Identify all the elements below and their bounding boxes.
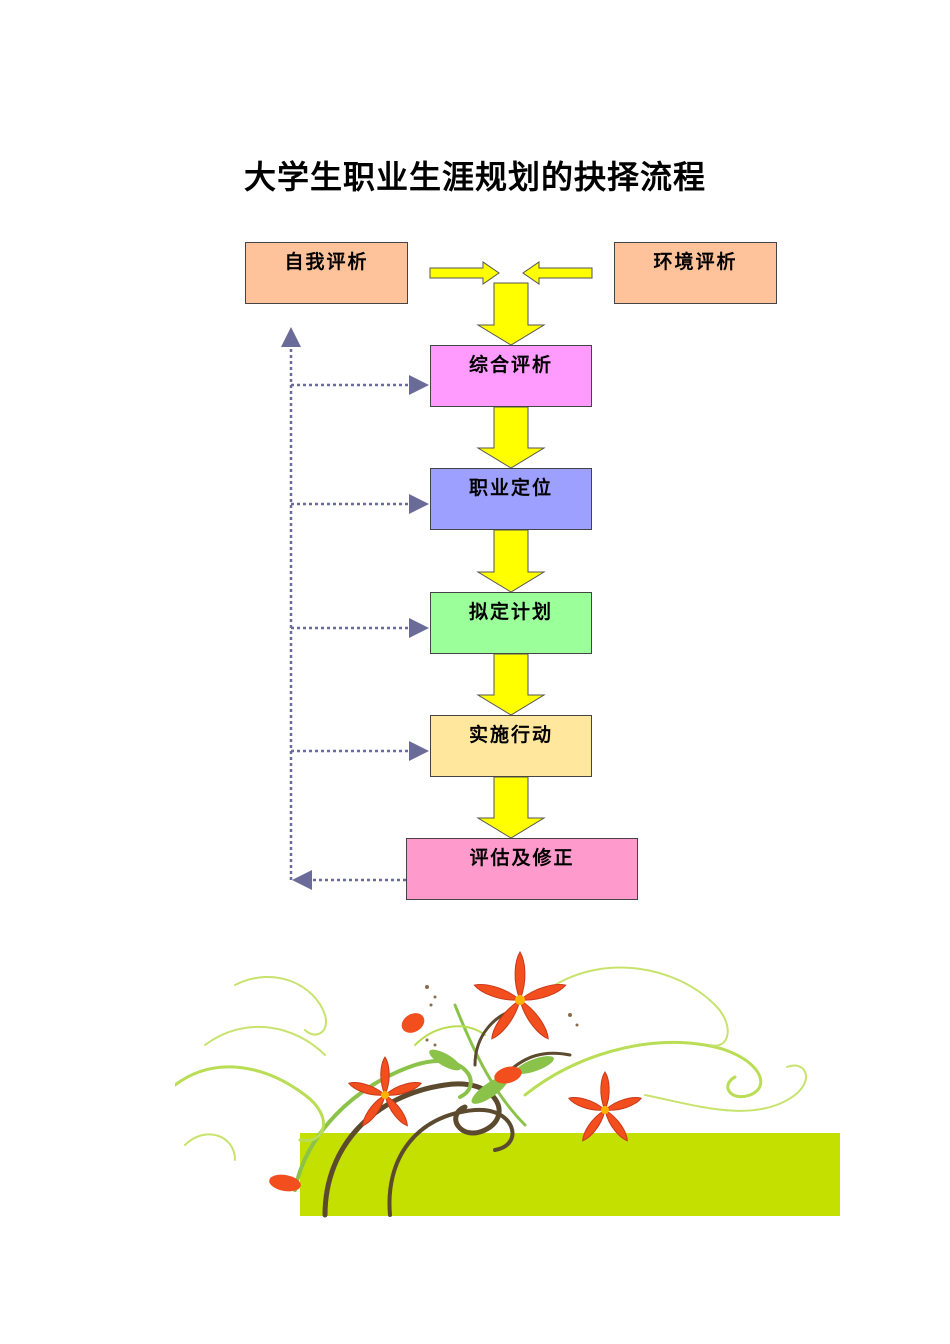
step-label: 职业定位 bbox=[468, 477, 553, 499]
flow-arrow-2 bbox=[476, 406, 546, 469]
step-box-career-position: 职业定位 bbox=[430, 468, 592, 530]
page-title: 大学生职业生涯规划的抉择流程 bbox=[243, 158, 706, 196]
environment-analysis-box: 环境评析 bbox=[614, 242, 777, 304]
self-analysis-label: 自我评析 bbox=[284, 251, 369, 273]
flower-bud bbox=[401, 1013, 425, 1033]
flow-arrow-4 bbox=[476, 653, 546, 716]
step-label: 评估及修正 bbox=[469, 847, 575, 869]
green-banner bbox=[300, 1133, 840, 1216]
flow-arrow-5 bbox=[476, 776, 546, 839]
environment-analysis-label: 环境评析 bbox=[653, 251, 738, 273]
step-box-evaluate: 评估及修正 bbox=[406, 838, 638, 900]
flower-right bbox=[568, 1071, 642, 1142]
step-label: 实施行动 bbox=[468, 724, 553, 746]
flower-bud bbox=[269, 1174, 301, 1192]
flow-arrow-1 bbox=[476, 282, 546, 346]
step-label: 拟定计划 bbox=[468, 601, 553, 623]
flower-large bbox=[473, 951, 567, 1040]
step-box-comprehensive: 综合评析 bbox=[430, 345, 592, 407]
step-box-plan: 拟定计划 bbox=[430, 592, 592, 654]
floral-decoration bbox=[175, 951, 840, 1218]
step-box-action: 实施行动 bbox=[430, 715, 592, 777]
self-analysis-box: 自我评析 bbox=[245, 242, 408, 304]
flower-left bbox=[348, 1056, 422, 1127]
input-arrow-left bbox=[522, 261, 593, 285]
step-label: 综合评析 bbox=[468, 354, 553, 376]
flow-arrow-3 bbox=[476, 529, 546, 593]
flower-bud bbox=[494, 1066, 522, 1084]
input-arrow-right bbox=[429, 261, 500, 285]
